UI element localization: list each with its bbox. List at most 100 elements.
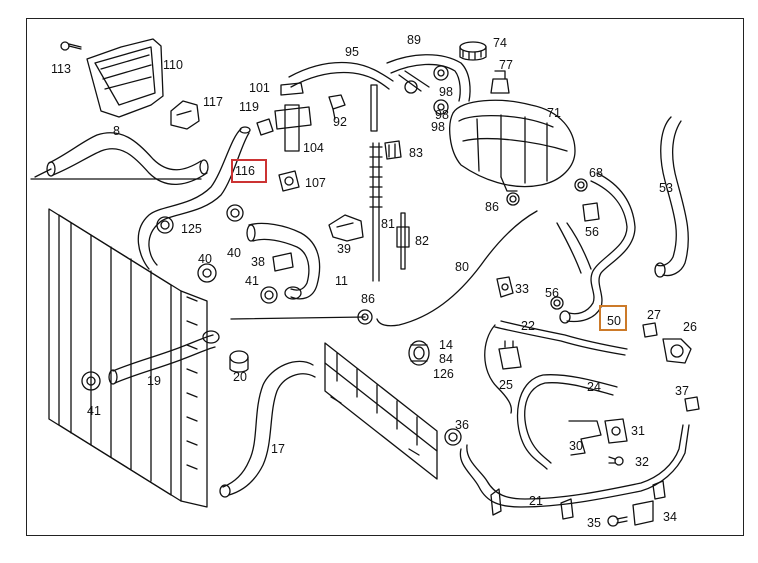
part-label-53: 53 <box>659 181 673 195</box>
line-21 <box>459 424 690 520</box>
clip-37 <box>684 396 700 412</box>
clip-27 <box>642 322 658 338</box>
part-label-80: 80 <box>455 260 469 274</box>
clamp-41b <box>81 371 101 391</box>
part-label-113: 113 <box>51 62 71 76</box>
part-label-38: 38 <box>251 255 265 269</box>
part-label-101: 101 <box>249 81 270 95</box>
part-label-37: 37 <box>675 384 689 398</box>
line-24 <box>516 374 618 470</box>
part-label-83: 83 <box>409 146 423 160</box>
part-label-39: 39 <box>337 242 351 256</box>
part-31 <box>604 418 628 444</box>
clamp-40a <box>226 204 244 222</box>
part-label-56a: 56 <box>585 225 599 239</box>
part-label-125: 125 <box>181 222 202 236</box>
part-14 <box>408 340 430 366</box>
hose-8 <box>46 132 209 186</box>
part-label-25: 25 <box>499 378 513 392</box>
bracket-110 <box>86 38 164 118</box>
part-label-27: 27 <box>647 308 661 322</box>
radiator <box>48 208 208 508</box>
part-label-71: 71 <box>547 106 561 120</box>
rod-81 <box>369 84 383 282</box>
hose-53 <box>654 116 689 278</box>
valve-26 <box>662 338 692 364</box>
part-label-89: 89 <box>407 33 421 47</box>
hose-80 <box>376 210 538 327</box>
part-label-68: 68 <box>589 166 603 180</box>
part-label-41a: 41 <box>245 274 259 288</box>
part-label-117: 117 <box>203 95 223 109</box>
clamp-40b <box>197 263 217 283</box>
hose-50 <box>556 172 636 324</box>
hose-11 <box>246 222 321 300</box>
cap-74 <box>459 41 487 61</box>
bolt-35 <box>607 515 628 527</box>
part-label-36: 36 <box>455 418 469 432</box>
part-label-110: 110 <box>163 58 183 72</box>
part-label-19: 19 <box>147 374 161 388</box>
part-label-41b: 41 <box>87 404 101 418</box>
part-label-86b: 86 <box>361 292 375 306</box>
part-label-21: 21 <box>529 494 543 508</box>
highlight-box-50 <box>599 305 627 331</box>
clamp-86a <box>506 192 520 206</box>
part-label-32: 32 <box>635 455 649 469</box>
valve-25 <box>498 340 522 370</box>
part-label-30: 30 <box>569 439 583 453</box>
part-label-22: 22 <box>521 319 535 333</box>
part-label-35: 35 <box>587 516 601 530</box>
part-label-95: 95 <box>345 45 359 59</box>
bolt-32 <box>608 456 624 466</box>
part-label-119: 119 <box>239 100 259 114</box>
part-label-92: 92 <box>333 115 347 129</box>
damper-83 <box>384 140 402 160</box>
part-33 <box>496 276 514 298</box>
clamp-125 <box>156 216 174 234</box>
part-label-104: 104 <box>303 141 324 155</box>
clip-56b <box>550 296 564 310</box>
clip-98b <box>433 99 449 115</box>
mount-107 <box>278 170 300 192</box>
part-label-98a: 98 <box>439 85 453 99</box>
part-label-98b: 98 <box>435 108 449 122</box>
part-label-34: 34 <box>663 510 677 524</box>
hose-89 <box>386 54 471 102</box>
part-label-26: 26 <box>683 320 697 334</box>
clip-98a <box>433 65 449 81</box>
plug-20 <box>229 350 249 373</box>
part-label-86a: 86 <box>485 200 499 214</box>
sensor-82 <box>396 212 410 270</box>
sensor-77 <box>490 70 510 94</box>
part-label-8: 8 <box>113 124 120 138</box>
clip-56a <box>582 202 600 222</box>
line-22 <box>484 320 628 414</box>
part-label-81: 81 <box>381 217 395 231</box>
hose-95 <box>288 61 394 90</box>
clip-68 <box>574 178 588 192</box>
highlight-box-116 <box>231 159 267 183</box>
part-label-40a: 40 <box>227 246 241 260</box>
part-label-20: 20 <box>233 370 247 384</box>
clip-98c <box>404 80 418 94</box>
part-label-74: 74 <box>493 36 507 50</box>
part-label-40b: 40 <box>198 252 212 266</box>
clip-117 <box>170 100 200 130</box>
part-label-98c: 98 <box>431 120 445 134</box>
clip-92 <box>328 94 346 120</box>
part-label-56b: 56 <box>545 286 559 300</box>
clamp-41 <box>260 286 278 304</box>
bolt-113 <box>60 41 82 51</box>
oil-cooler <box>324 342 438 480</box>
hose-19 <box>108 330 220 385</box>
bracket-34 <box>632 500 654 526</box>
part-label-24: 24 <box>587 380 601 394</box>
part-label-17: 17 <box>271 442 285 456</box>
bracket-30 <box>568 420 602 456</box>
part-label-84: 84 <box>439 352 453 366</box>
part-label-11: 11 <box>335 274 348 288</box>
bracket-39 <box>328 214 364 242</box>
part-label-14: 14 <box>439 338 453 352</box>
part-label-116: 116 <box>235 164 255 178</box>
